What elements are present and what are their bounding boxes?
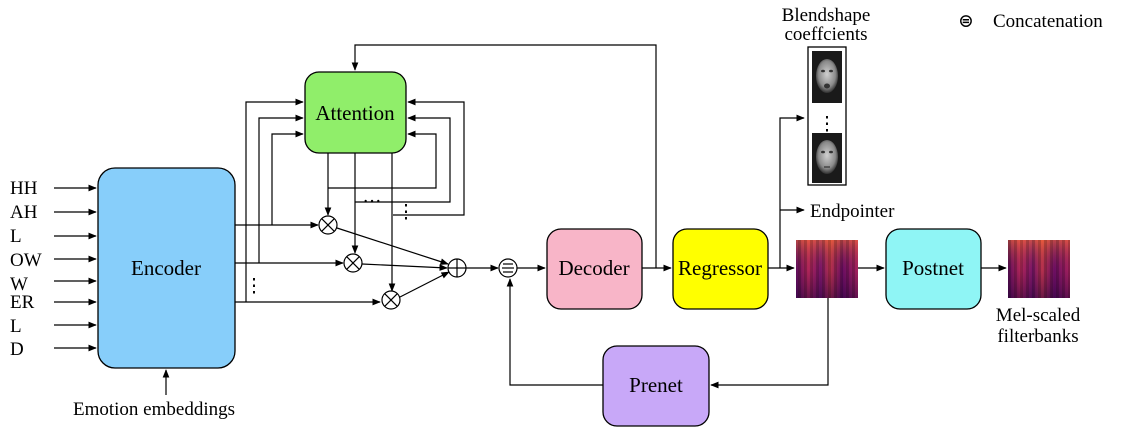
output-label-line2: filterbanks [997,326,1078,347]
faces-vertical-dots: ⋮ [818,114,837,135]
prenet-block: Prenet [602,345,710,427]
encoder-output-lines: ⋮ [235,98,381,306]
prenet-label: Prenet [629,373,683,397]
decoder-to-attention-feedback [351,44,657,268]
emotion-label: Emotion embeddings [73,399,235,420]
regressor-label: Regressor [678,256,762,280]
concatenation-node [498,258,518,278]
multiply-node [343,253,363,273]
multiply-node [381,290,401,310]
regressor-block: Regressor [672,228,769,310]
endpointer-label: Endpointer [810,201,895,222]
blendshape-title-line1: Blendshape [782,5,871,26]
legend: ⊜ Concatenation [958,11,1103,32]
input-token: L [10,226,22,247]
sum-node [447,258,467,278]
sum-input-lines [336,227,450,298]
prenet-to-concat-arrow [506,278,603,386]
input-token: W [10,274,28,295]
blendshape-faces-panel: ⋮ [807,46,847,186]
attention-weight-lines [324,153,396,292]
mel-spectrogram-image [796,240,858,298]
input-token: ER [10,292,35,313]
blendshape-title-line2: coeffcients [785,24,868,45]
input-token: OW [10,250,42,271]
legend-label: Concatenation [993,11,1103,32]
attention-label: Attention [315,101,395,125]
input-token: HH [10,178,38,199]
mel-to-prenet-arrow [710,298,829,389]
postnet-label: Postnet [902,256,964,280]
multiply-node [318,215,338,235]
input-tokens: HH AH L OW W ER L D [10,178,42,360]
regressor-to-blendshape-arrow [779,114,805,268]
input-token: L [10,316,22,337]
input-arrows [54,184,97,352]
input-token: AH [10,202,38,223]
encoder-block: Encoder [97,167,236,369]
input-token: D [10,339,24,360]
output-mel-spectrogram-image [1008,240,1070,298]
attention-vertical-dots: ⋮ [397,202,416,223]
postnet-block: Postnet [885,228,982,310]
decoder-label: Decoder [558,256,629,280]
concatenation-symbol-icon: ⊜ [958,11,974,32]
attention-horizontal-dots: ··· [363,191,382,212]
encoder-label: Encoder [131,256,201,280]
output-label-line1: Mel-scaled [996,305,1081,326]
encoder-vertical-dots: ⋮ [245,276,264,297]
attention-block: Attention [304,71,407,154]
attention-feedback-lines: ··· ⋮ [328,98,465,223]
decoder-block: Decoder [546,228,643,310]
